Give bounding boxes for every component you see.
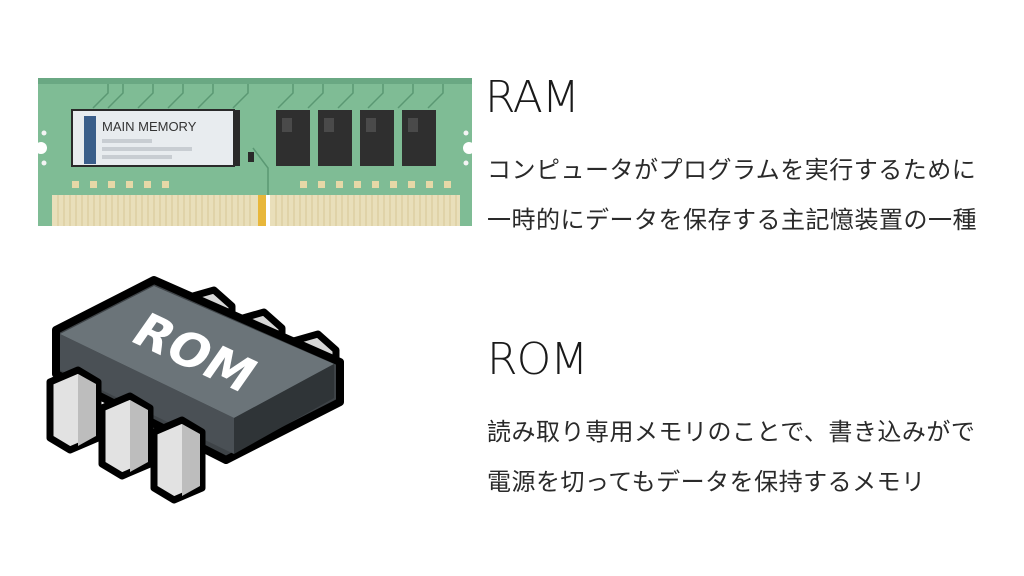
ram-module-illustration: MAIN MEMORY xyxy=(38,78,472,226)
ram-desc-line1-clip: コンピュータがプログラムを実行するために xyxy=(487,150,1024,186)
rom-desc-line2: 電源を切ってもデータを保持するメモリ xyxy=(487,468,926,496)
ram-desc-line2-clip: 一時的にデータを保存する主記憶装置の一種 xyxy=(487,200,1024,236)
ram-title: RAM xyxy=(485,72,580,123)
rom-section: ROM ROM 読み取り専用メモリのことで、書き込みがで 電源を切ってもデータを… xyxy=(0,270,1024,530)
ram-desc-line2: 一時的にデータを保存する主記憶装置の一種 xyxy=(487,206,977,234)
ram-chip-label: MAIN MEMORY xyxy=(102,119,197,134)
ram-section: MAIN MEMORY xyxy=(0,60,1024,250)
rom-title: ROM xyxy=(487,334,588,385)
rom-desc-line1-clip: 読み取り専用メモリのことで、書き込みがで xyxy=(487,412,1024,448)
rom-desc-line1: 読み取り専用メモリのことで、書き込みがで xyxy=(487,418,976,446)
rom-chip-illustration: ROM xyxy=(46,276,344,504)
ram-desc-line1: コンピュータがプログラムを実行するために xyxy=(487,156,977,184)
rom-desc-line2-clip: 電源を切ってもデータを保持するメモリ xyxy=(487,462,1024,498)
